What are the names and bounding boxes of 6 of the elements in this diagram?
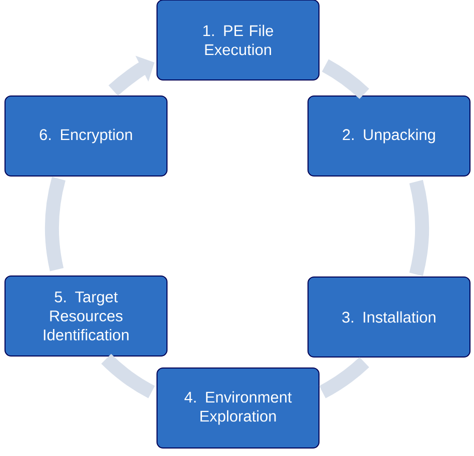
process-box: 3. Installation	[308, 276, 470, 358]
process-box: 5. Target Resources Identification	[4, 276, 168, 356]
process-box: 2. Unpacking	[308, 96, 470, 176]
process-box: 1. PE File Execution	[156, 0, 320, 80]
process-box: 4. Environment Exploration	[156, 368, 320, 448]
process-box: 6. Encryption	[4, 96, 168, 176]
